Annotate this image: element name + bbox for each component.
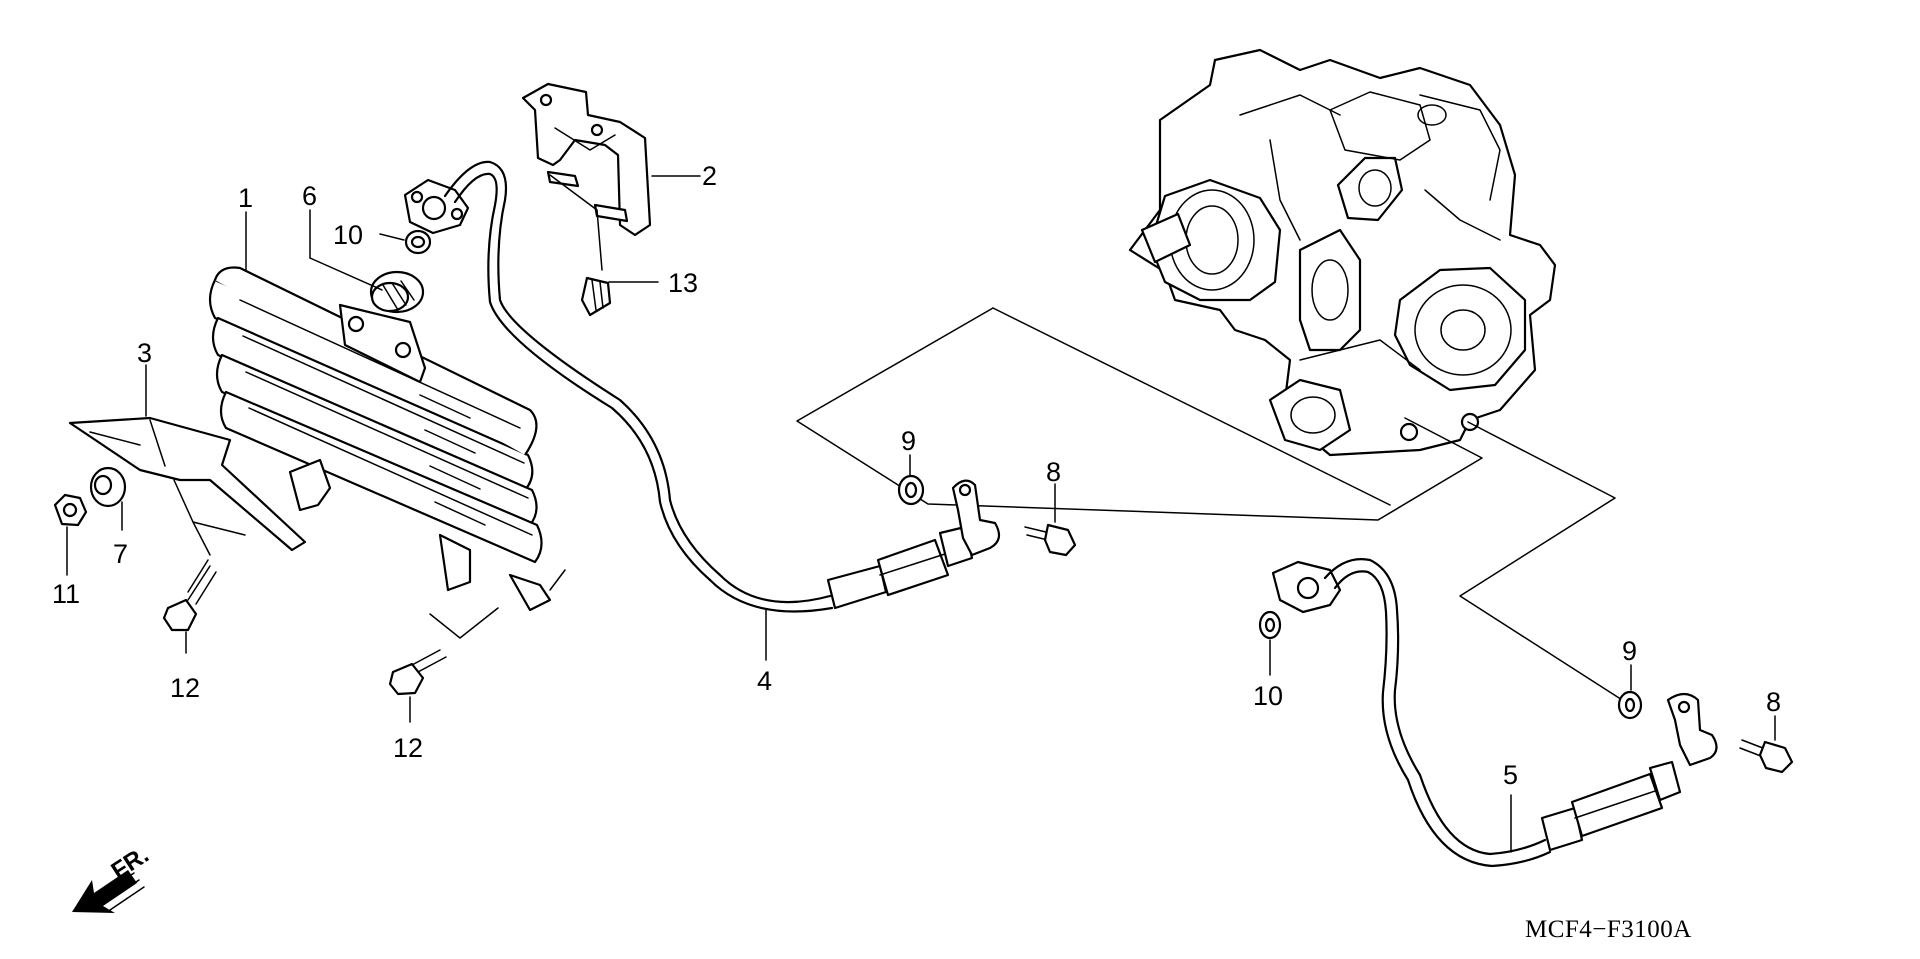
callout-11: 11 — [52, 579, 80, 609]
callout-12-center: 12 — [393, 733, 423, 763]
bolt-12-center — [388, 649, 447, 696]
callout-8-lower: 8 — [1766, 687, 1781, 717]
callout-1: 1 — [238, 183, 253, 213]
oil-cooler — [208, 266, 566, 612]
front-direction-arrow: FR. — [72, 841, 154, 913]
washer-10-lower — [1258, 610, 1282, 640]
callout-10-lower: 10 — [1253, 681, 1283, 711]
callout-3: 3 — [137, 338, 152, 368]
bolt-8-lower — [1739, 739, 1794, 774]
bolt-13 — [580, 276, 612, 317]
bolt-12-left — [162, 559, 217, 632]
callout-9-upper: 9 — [901, 426, 916, 456]
callout-2: 2 — [702, 161, 717, 191]
callout-12-left: 12 — [170, 673, 200, 703]
washer-10-upper — [404, 229, 432, 255]
drawing-code: MCF4−F3100A — [1525, 916, 1692, 943]
callout-labels: 1 2 3 4 5 6 7 8 8 9 9 10 10 11 12 12 13 — [52, 161, 1781, 790]
washer-9-lower — [1617, 690, 1643, 720]
bracket-3 — [68, 416, 307, 552]
callout-6: 6 — [302, 181, 317, 211]
oil-hose-4 — [403, 160, 1001, 613]
front-direction-label: FR. — [107, 841, 154, 885]
bracket-2 — [521, 82, 652, 237]
engine-illustration — [1128, 48, 1557, 457]
callout-leaders — [66, 127, 1776, 853]
callout-4: 4 — [757, 666, 772, 696]
collar-7 — [89, 466, 127, 508]
callout-9-lower: 9 — [1622, 636, 1637, 666]
locator-outline-upper — [796, 307, 1483, 521]
washer-9-upper — [897, 474, 925, 506]
locator-outline-lower — [1459, 421, 1631, 706]
grommet-6 — [369, 270, 425, 314]
bolt-8-upper — [1024, 523, 1077, 557]
callout-7: 7 — [113, 539, 128, 569]
callout-8-upper: 8 — [1046, 457, 1061, 487]
callout-10-upper: 10 — [333, 220, 363, 250]
callout-13: 13 — [668, 268, 698, 298]
oil-hose-5 — [1271, 558, 1718, 868]
callout-5: 5 — [1503, 760, 1518, 790]
nut-11 — [53, 493, 88, 527]
